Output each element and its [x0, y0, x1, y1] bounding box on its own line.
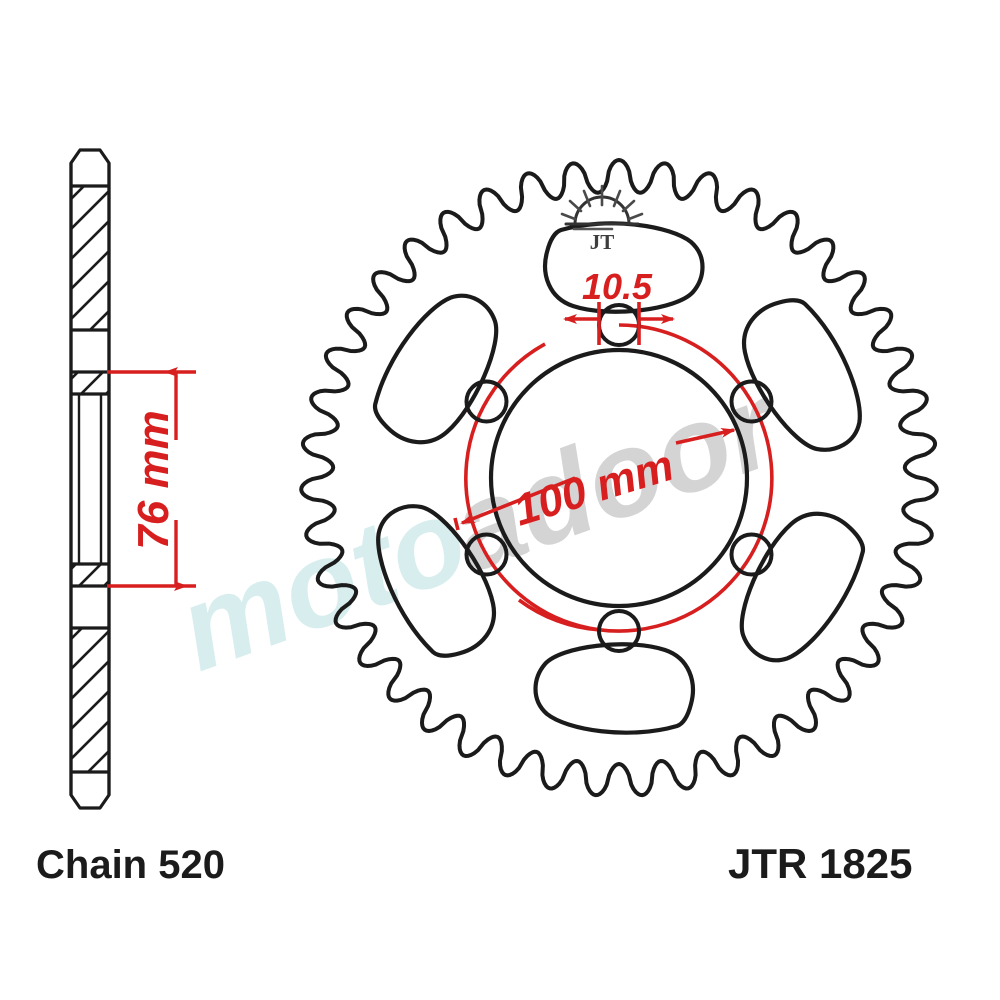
- sprocket-front-view: [299, 158, 939, 798]
- bolt-hole: [597, 609, 641, 653]
- jt-brand-mark: JT: [590, 230, 615, 254]
- dimension-100mm: [453, 427, 736, 531]
- lightening-hole: [372, 293, 499, 445]
- chain-size-label: Chain 520: [36, 843, 225, 887]
- dimension-label-10-5: 10.5: [582, 266, 653, 307]
- dimension-10-5: [563, 302, 675, 345]
- watermark: moto adoor: [162, 355, 799, 696]
- dimension-label-76mm: 76 mm: [129, 410, 178, 549]
- sunrise-ray-icon: [612, 189, 622, 208]
- bolt-hole: [464, 379, 509, 424]
- lightening-holes-group: [372, 221, 866, 735]
- dim-line-100-inner: [460, 476, 576, 525]
- sunrise-ray-icon: [621, 199, 636, 213]
- bolt-hole: [729, 532, 774, 577]
- bolt-hole: [729, 379, 774, 424]
- lightening-hole: [533, 642, 696, 735]
- sunrise-ray-icon: [560, 212, 577, 221]
- lightening-hole: [741, 298, 862, 452]
- lightening-hole: [376, 504, 497, 658]
- dimension-76mm: [107, 367, 196, 591]
- sunrise-ray-icon: [568, 199, 583, 213]
- lightening-hole: [542, 221, 705, 314]
- sunrise-ray-icon: [627, 212, 644, 221]
- jt-sunrise-logo: JT: [560, 184, 644, 254]
- dim-line-100-tick: [453, 517, 460, 531]
- lightening-hole: [739, 511, 866, 663]
- dim-line-100-outer: [675, 427, 736, 445]
- center-bore-circle: [488, 347, 750, 609]
- sunrise-ray-icon: [582, 189, 592, 208]
- bcd-arc-tail: [517, 598, 601, 632]
- part-number-label: JTR 1825: [728, 840, 912, 887]
- sprocket-teeth-outline: [299, 158, 939, 798]
- bolt-hole: [464, 532, 509, 577]
